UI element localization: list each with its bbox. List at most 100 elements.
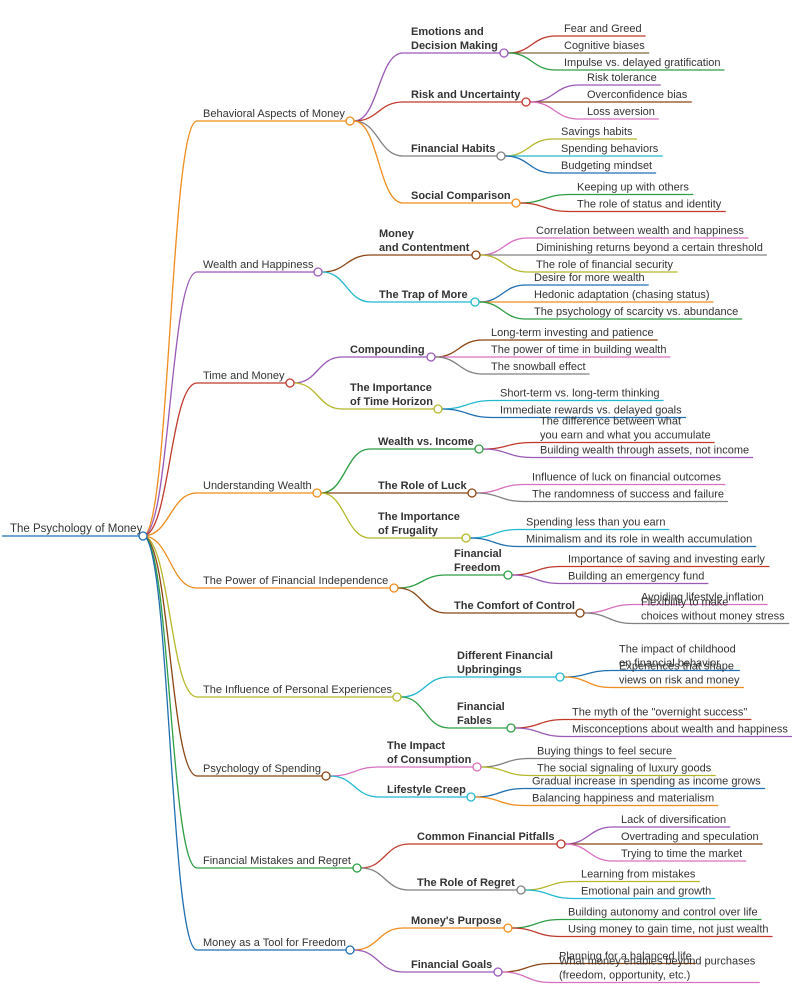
topic-node-dot[interactable] bbox=[470, 297, 480, 307]
root-node-dot[interactable] bbox=[138, 531, 148, 541]
leaf-label: Emotional pain and growth bbox=[581, 886, 711, 898]
topic-node-dot[interactable] bbox=[426, 352, 436, 362]
topic-node-dot[interactable] bbox=[503, 923, 513, 933]
topic-to-leaf-connector bbox=[563, 676, 612, 689]
topic-node-dot[interactable] bbox=[472, 762, 482, 772]
topic-node-dot[interactable] bbox=[466, 792, 476, 802]
topic-to-leaf-connector bbox=[482, 448, 533, 459]
leaf-label: Immediate rewards vs. delayed goals bbox=[500, 405, 682, 417]
root-to-branch-connector bbox=[142, 535, 198, 951]
leaf-label: Keeping up with others bbox=[577, 182, 689, 194]
branch-to-topic-connector bbox=[397, 587, 447, 614]
branch-to-topic-connector bbox=[353, 52, 404, 122]
branch-label: Time and Money bbox=[203, 370, 285, 382]
topic-label: Financial Goals bbox=[411, 959, 492, 971]
branch-node-dot[interactable] bbox=[389, 583, 399, 593]
topic-to-leaf-connector bbox=[441, 408, 493, 419]
topic-to-leaf-connector bbox=[583, 612, 634, 625]
topic-node-dot[interactable] bbox=[474, 444, 484, 454]
leaf-label: Learning from mistakes bbox=[581, 869, 696, 881]
topic-node-dot[interactable] bbox=[503, 570, 513, 580]
topic-label: The Comfort of Control bbox=[454, 600, 575, 612]
topic-node-dot[interactable] bbox=[499, 48, 509, 58]
topic-node-dot[interactable] bbox=[461, 533, 471, 543]
leaf-label: The power of time in building wealth bbox=[491, 344, 666, 356]
branch-to-topic-connector bbox=[293, 356, 343, 384]
branch-node-dot[interactable] bbox=[313, 267, 323, 277]
topic-to-leaf-connector bbox=[564, 826, 614, 845]
branch-node-dot[interactable] bbox=[321, 771, 331, 781]
branch-node-dot[interactable] bbox=[352, 863, 362, 873]
branch-node-dot[interactable] bbox=[312, 488, 322, 498]
topic-to-leaf-connector bbox=[434, 339, 484, 358]
leaf-label: The snowball effect bbox=[491, 361, 586, 373]
root-to-branch-connector bbox=[142, 535, 198, 777]
topic-to-leaf-connector bbox=[469, 528, 519, 539]
topic-to-leaf-connector bbox=[511, 918, 561, 929]
topic-to-leaf-connector bbox=[480, 766, 530, 777]
branch-label: Understanding Wealth bbox=[203, 480, 312, 492]
leaf-label: Influence of luck on financial outcomes bbox=[532, 472, 721, 484]
topic-node-dot[interactable] bbox=[506, 723, 516, 733]
root-to-branch-connector bbox=[142, 271, 198, 537]
leaf-label: Misconceptions about wealth and happines… bbox=[572, 724, 788, 736]
topic-label: The Trap of More bbox=[379, 289, 468, 301]
leaf-label: Fear and Greed bbox=[564, 23, 642, 35]
branch-node-dot[interactable] bbox=[345, 945, 355, 955]
branch-node-dot[interactable] bbox=[392, 692, 402, 702]
branch-to-topic-connector bbox=[329, 775, 380, 798]
topic-label: Compounding bbox=[350, 344, 425, 356]
topic-node-dot[interactable] bbox=[556, 839, 566, 849]
topic-node-dot[interactable] bbox=[511, 198, 521, 208]
topic-to-leaf-connector bbox=[441, 399, 493, 410]
root-to-branch-connector bbox=[142, 535, 198, 869]
leaf-label: Spending less than you earn bbox=[526, 517, 665, 529]
topic-node-dot[interactable] bbox=[521, 97, 531, 107]
topic-to-leaf-connector bbox=[504, 138, 554, 157]
root-to-branch-connector bbox=[142, 382, 198, 537]
leaf-label: Building an emergency fund bbox=[568, 571, 704, 583]
branch-label: The Power of Financial Independence bbox=[203, 575, 388, 587]
topic-node-dot[interactable] bbox=[575, 608, 585, 618]
topic-to-leaf-connector bbox=[501, 962, 552, 973]
topic-to-leaf-connector bbox=[583, 603, 634, 614]
topic-node-dot[interactable] bbox=[516, 885, 526, 895]
leaf-label: Overconfidence bias bbox=[587, 89, 688, 101]
topic-to-leaf-connector bbox=[511, 574, 561, 585]
branch-to-topic-connector bbox=[320, 492, 371, 539]
topic-node-dot[interactable] bbox=[433, 404, 443, 414]
topic-label: Risk and Uncertainty bbox=[411, 89, 521, 101]
topic-to-leaf-connector bbox=[475, 492, 525, 503]
topic-node-dot[interactable] bbox=[471, 250, 481, 260]
branch-to-topic-connector bbox=[321, 271, 372, 303]
branch-node-dot[interactable] bbox=[285, 378, 295, 388]
mind-map-connectors bbox=[2, 35, 792, 984]
topic-to-leaf-connector bbox=[564, 843, 614, 862]
topic-label: Money's Purpose bbox=[411, 915, 502, 927]
topic-label: The Role of Regret bbox=[417, 877, 515, 889]
topic-to-leaf-connector bbox=[519, 193, 570, 204]
topic-node-dot[interactable] bbox=[555, 672, 565, 682]
leaf-label: The social signaling of luxury goods bbox=[537, 763, 712, 775]
leaf-label: Trying to time the market bbox=[621, 848, 742, 860]
branch-to-topic-connector bbox=[329, 766, 380, 777]
leaf-label: Impulse vs. delayed gratification bbox=[564, 57, 721, 69]
topic-node-dot[interactable] bbox=[496, 151, 506, 161]
leaf-label: Importance of saving and investing early bbox=[568, 554, 765, 566]
branch-to-topic-connector bbox=[353, 949, 404, 973]
leaf-label: Building autonomy and control over life bbox=[568, 907, 758, 919]
topic-to-leaf-connector bbox=[475, 483, 525, 494]
topic-to-leaf-connector bbox=[474, 796, 525, 807]
leaf-label: Avoiding lifestyle inflation bbox=[641, 592, 764, 604]
topic-to-leaf-connector bbox=[480, 757, 530, 768]
topic-node-dot[interactable] bbox=[467, 488, 477, 498]
leaf-label: Hedonic adaptation (chasing status) bbox=[534, 289, 710, 301]
branch-node-dot[interactable] bbox=[345, 116, 355, 126]
topic-to-leaf-connector bbox=[434, 356, 484, 375]
topic-node-dot[interactable] bbox=[493, 967, 503, 977]
